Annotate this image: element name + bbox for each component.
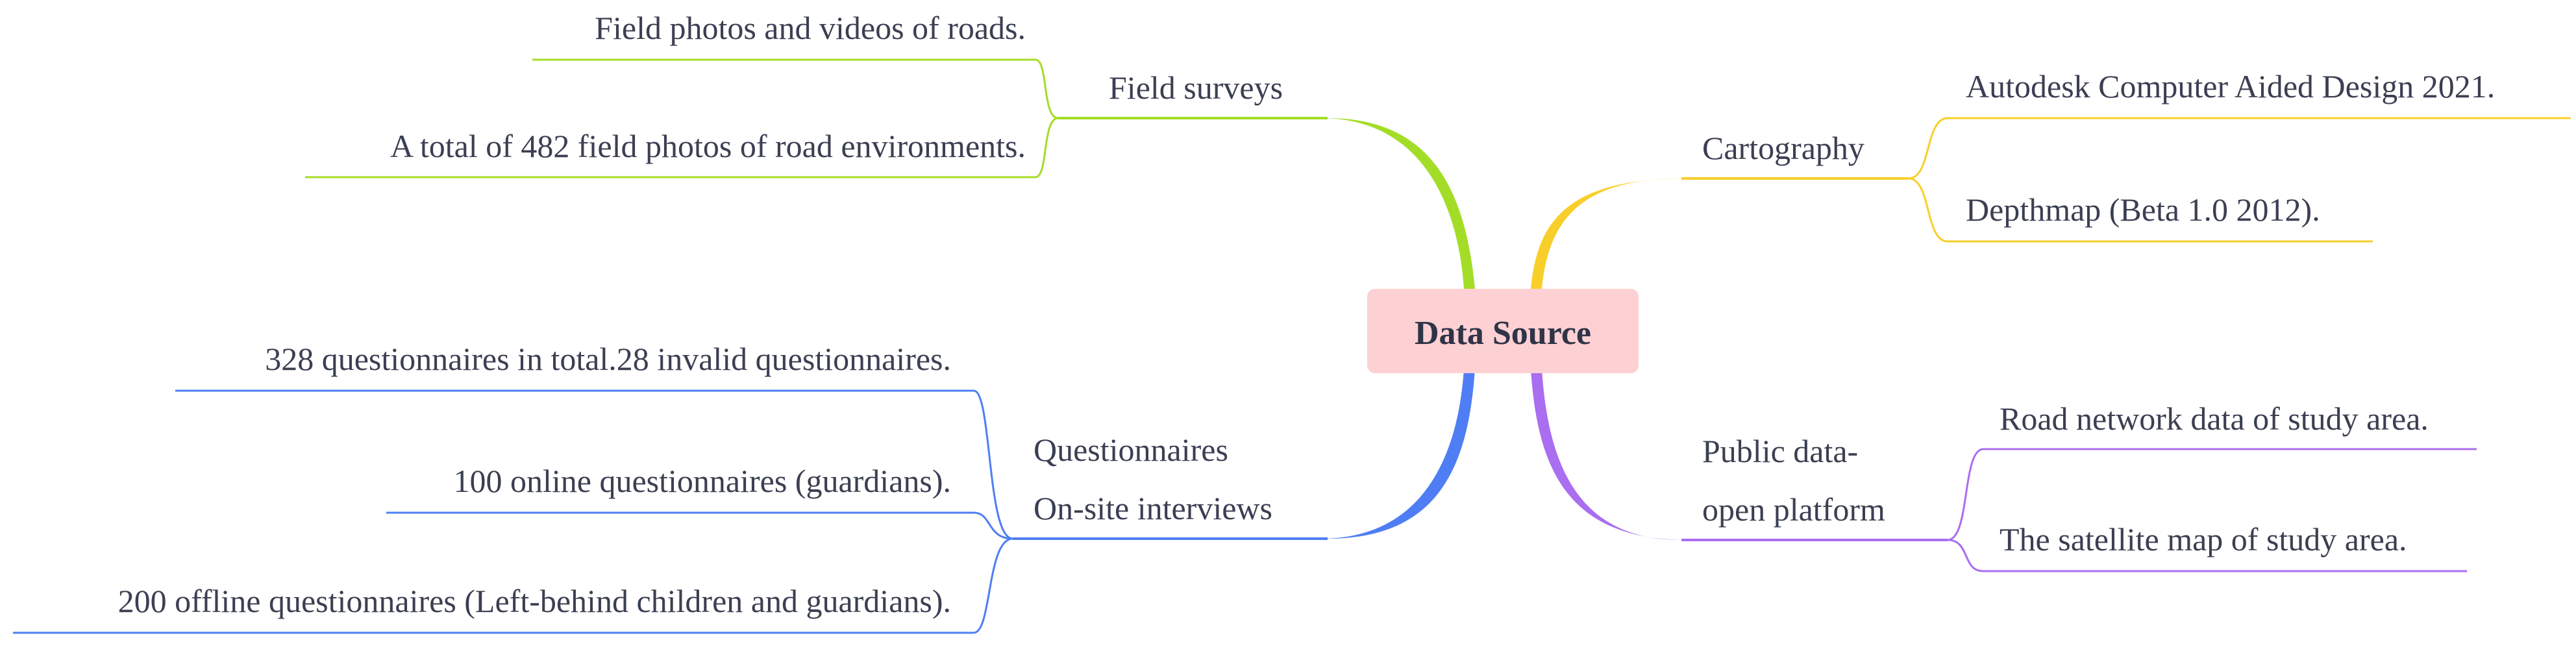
- leaf-depthmap[interactable]: Depthmap (Beta 1.0 2012).: [1966, 191, 2320, 228]
- leaf-field-photos-videos[interactable]: Field photos and videos of roads.: [595, 10, 1026, 46]
- leaf-482-field-photos[interactable]: A total of 482 field photos of road envi…: [390, 128, 1026, 164]
- branch-label-public-data-line1[interactable]: Public data-: [1702, 433, 1858, 469]
- connector-cartography: [1531, 178, 1688, 289]
- branch-label-cartography[interactable]: Cartography: [1702, 130, 1864, 166]
- root-node[interactable]: Data Source: [1367, 289, 1639, 373]
- connector-public-data: [1531, 369, 1688, 540]
- branch-label-questionnaires-line1[interactable]: Questionnaires: [1034, 432, 1228, 468]
- leaf-200-offline-questionnaires[interactable]: 200 offline questionnaires (Left-behind …: [118, 583, 951, 619]
- leaf-connectors-field-surveys: [305, 58, 1059, 178]
- leaf-328-questionnaires[interactable]: 328 questionnaires in total.28 invalid q…: [265, 341, 951, 377]
- connector-field-surveys: [1321, 118, 1475, 289]
- leaf-connectors-public-data: [1947, 448, 2477, 572]
- leaf-road-network-data[interactable]: Road network data of study area.: [2000, 400, 2429, 437]
- branch-label-field-surveys[interactable]: Field surveys: [1109, 69, 1283, 106]
- root-label: Data Source: [1415, 315, 1591, 352]
- branch-label-public-data-line2[interactable]: open platform: [1702, 491, 1885, 528]
- branch-label-questionnaires-line2[interactable]: On-site interviews: [1034, 490, 1272, 526]
- leaf-100-online-questionnaires[interactable]: 100 online questionnaires (guardians).: [454, 463, 951, 499]
- leaf-autodesk-cad[interactable]: Autodesk Computer Aided Design 2021.: [1966, 68, 2495, 104]
- leaf-satellite-map[interactable]: The satellite map of study area.: [2000, 521, 2407, 557]
- connector-questionnaires: [1321, 369, 1475, 539]
- leaf-connectors-cartography: [1908, 117, 2571, 243]
- leaf-connectors-questionnaires: [13, 389, 1013, 634]
- root-box: [1367, 289, 1639, 373]
